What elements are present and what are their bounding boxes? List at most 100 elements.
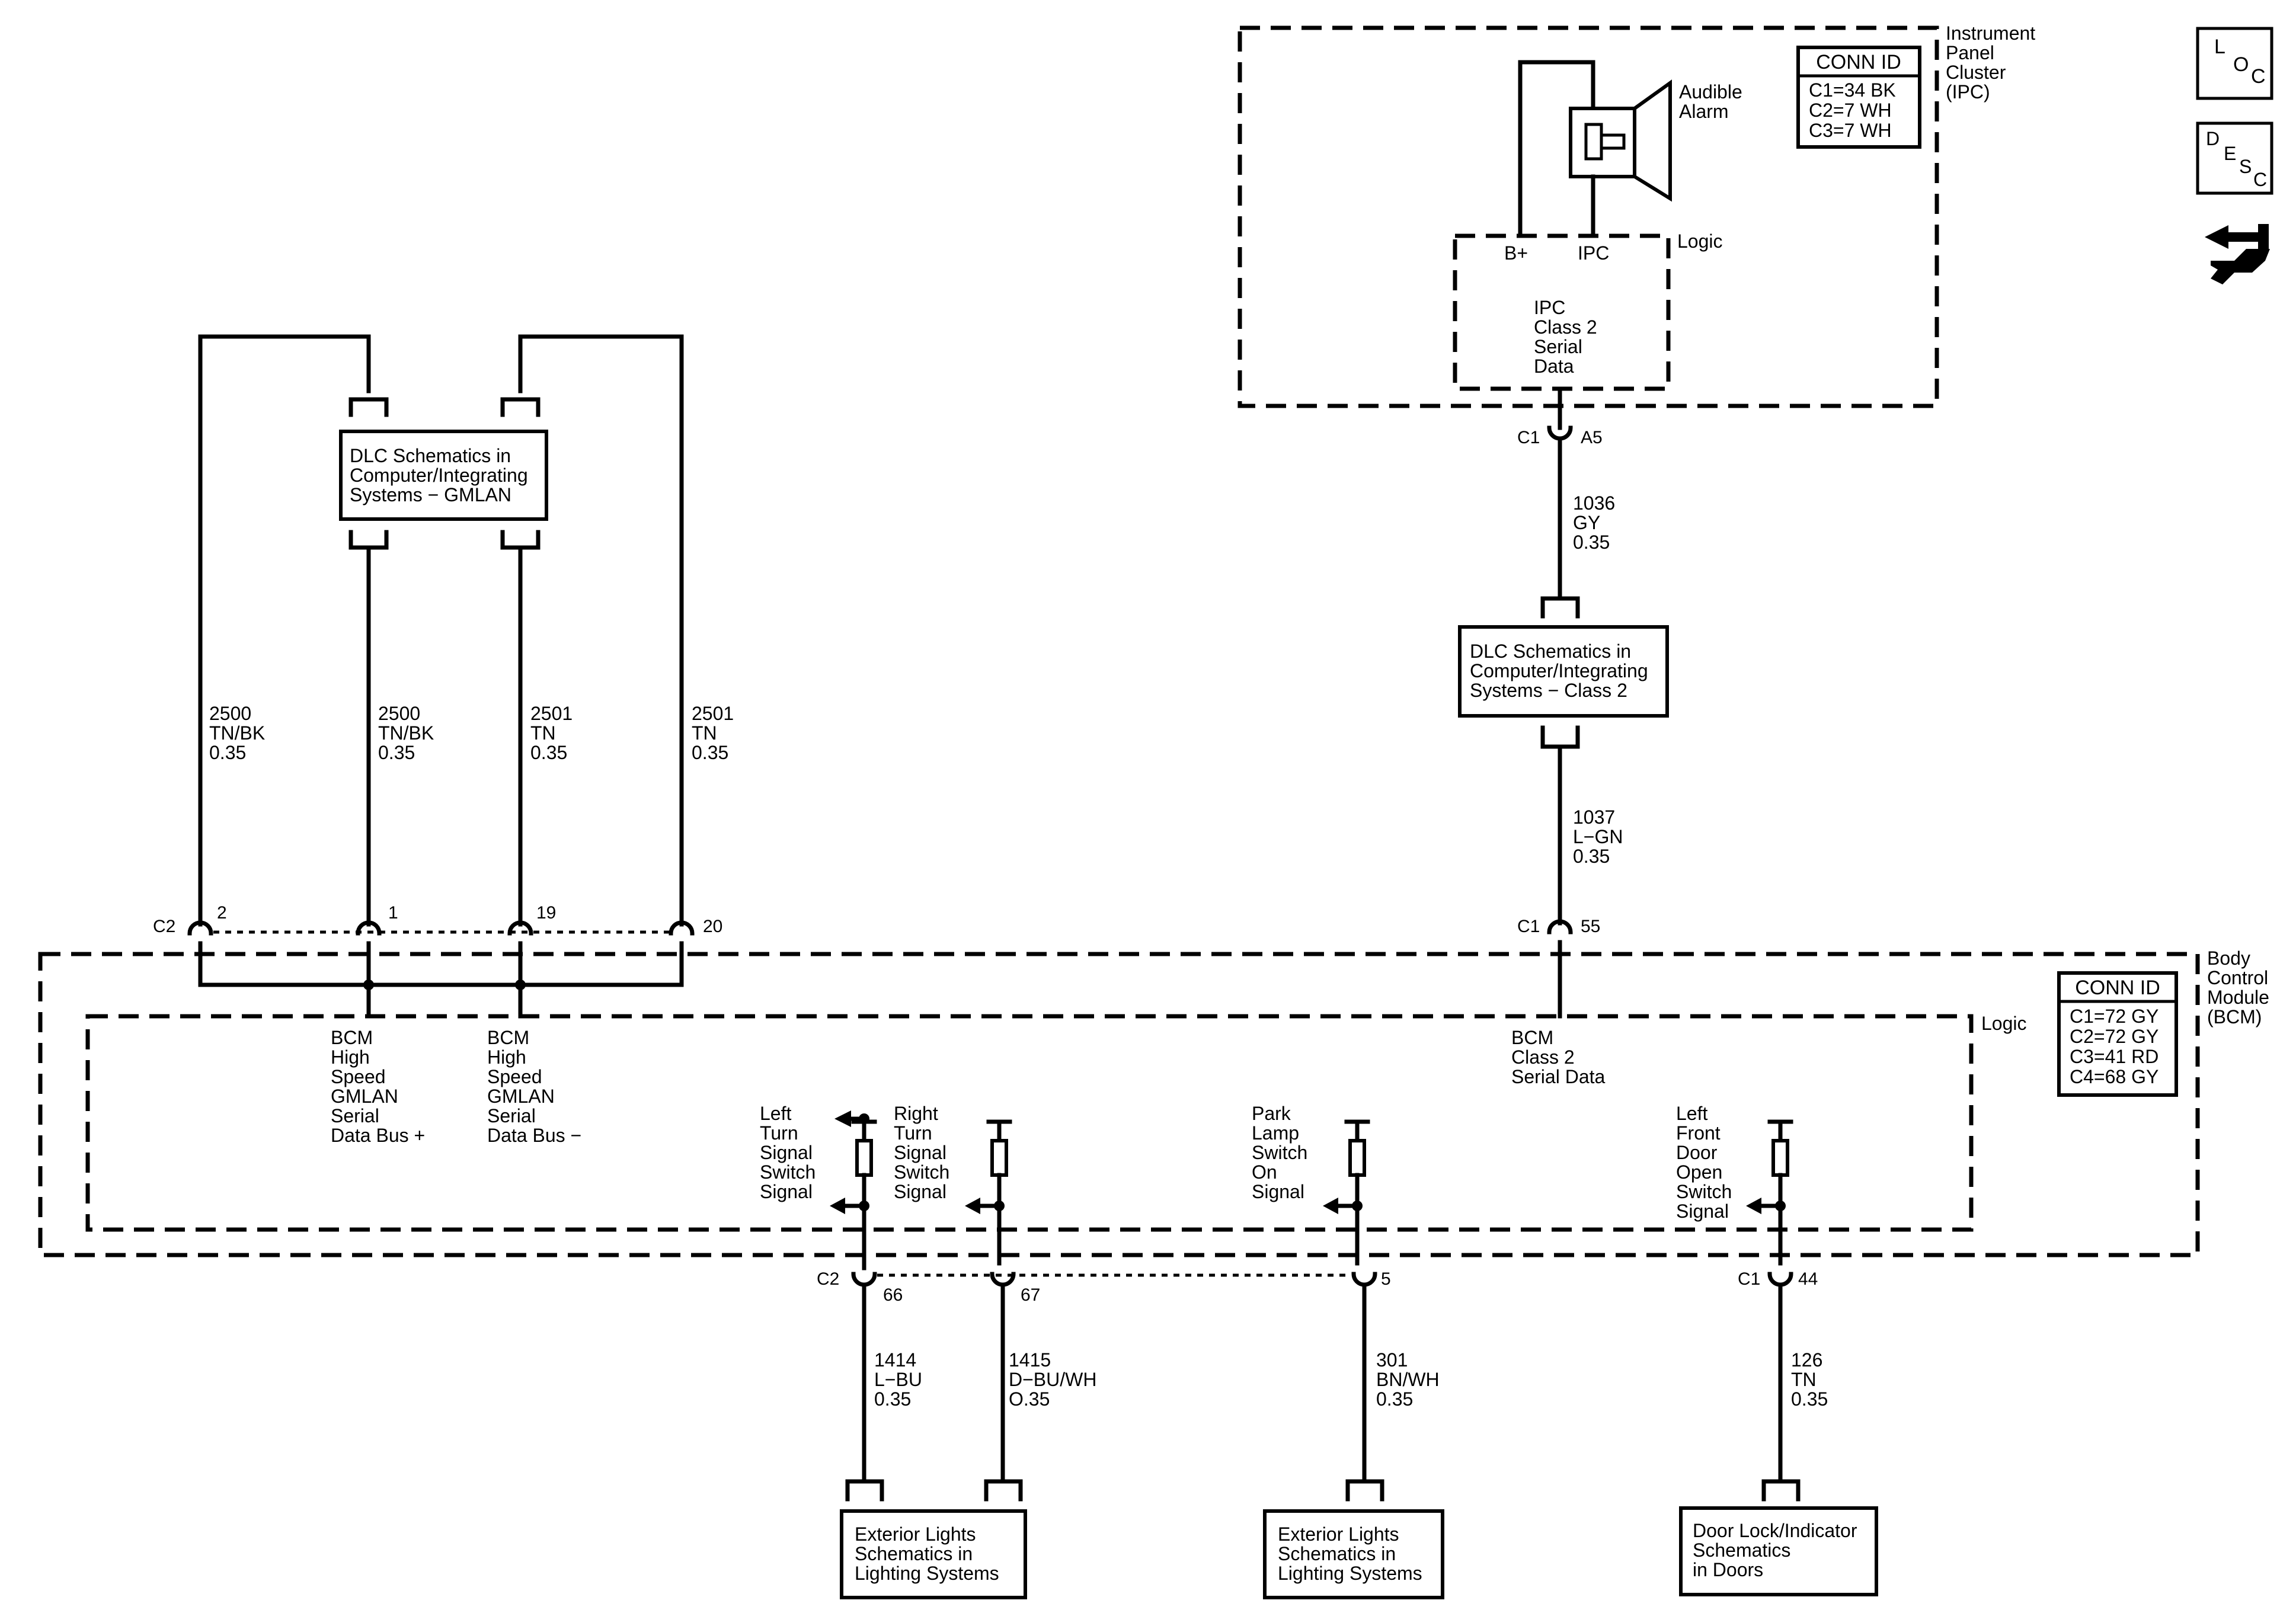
c2-bottom-name: C2 <box>817 1269 839 1289</box>
bottom-wiring: C2 66 67 5 C1 44 1414 L−BU 0.35 1415 D−B… <box>817 1269 1878 1599</box>
wire-2501a-line-1: 2501 <box>530 703 573 724</box>
door-lock-line-2: Schematics <box>1693 1539 1790 1561</box>
desc-icon[interactable]: D E S C <box>2196 121 2273 195</box>
c2-bottom-pin-label-66: 66 <box>883 1285 903 1305</box>
dlc-gmlan-line-1: DLC Schematics in <box>350 445 511 466</box>
gmlan-minus-5: Serial <box>487 1105 536 1126</box>
dlc-class2-line-1: DLC Schematics in <box>1470 641 1631 662</box>
pullup-right-turn <box>965 1119 1012 1266</box>
wire-126-line-3: 0.35 <box>1791 1388 1828 1410</box>
input-park-lamp-1: Park <box>1252 1103 1291 1124</box>
ipc-boundary <box>1237 25 1939 408</box>
desc-letter-d: D <box>2206 128 2220 149</box>
wire-301-line-2: BN/WH <box>1376 1369 1440 1390</box>
gmlan-minus-2: High <box>487 1046 526 1068</box>
wire-1037-line-1: 1037 <box>1573 806 1615 828</box>
wire-1037-line-3: 0.35 <box>1573 846 1610 867</box>
dlc-gmlan-box: DLC Schematics in Computer/Integrating S… <box>339 430 548 521</box>
tool-icon[interactable] <box>2205 224 2270 284</box>
input-door-open-4: Open <box>1676 1161 1722 1183</box>
c2-bottom-pin-label-67: 67 <box>1021 1285 1040 1305</box>
desc-letter-e: E <box>2224 143 2236 164</box>
gmlan-wiring: DLC Schematics in Computer/Integrating S… <box>153 334 734 1019</box>
input-right-turn-1: Right <box>894 1103 938 1124</box>
gmlan-plus-3: Speed <box>331 1066 386 1087</box>
dlc-class2-line-3: Systems − Class 2 <box>1470 680 1627 701</box>
ext-lights-1-line-1: Exterior Lights <box>855 1523 976 1545</box>
wire-1415-line-2: D−BU/WH <box>1009 1369 1096 1390</box>
wire-2500b-line-1: 2500 <box>378 703 420 724</box>
bcm-conn-row-3: C3=41 RD <box>2070 1046 2159 1067</box>
wire-2501a-line-2: TN <box>530 722 556 744</box>
wire-2500a-line-1: 2500 <box>209 703 251 724</box>
ipc-title-2: Panel <box>1946 42 1994 63</box>
c1-bottom-pin-label-44: 44 <box>1798 1269 1818 1289</box>
alarm-label-1: Audible <box>1679 81 1742 103</box>
ipc-conn-row-1: C1=34 BK <box>1809 79 1896 101</box>
dlc-gmlan-line-3: Systems − GMLAN <box>350 484 511 505</box>
ipc-serial-4: Data <box>1534 356 1574 377</box>
bcm-logic-box <box>85 1014 1974 1232</box>
input-right-turn-4: Switch <box>894 1161 949 1183</box>
input-left-turn-2: Turn <box>760 1122 798 1144</box>
input-right-turn-5: Signal <box>894 1181 946 1202</box>
ipc-title-4: (IPC) <box>1946 81 1990 103</box>
bcm-class2-3: Serial Data <box>1511 1066 1606 1087</box>
input-park-lamp-5: Signal <box>1252 1181 1304 1202</box>
ipc-conn-id-header: CONN ID <box>1816 51 1901 73</box>
wire-126-line-1: 126 <box>1791 1349 1822 1371</box>
door-lock-box: Door Lock/Indicator Schematics in Doors <box>1679 1506 1878 1596</box>
c1-bottom-name: C1 <box>1738 1269 1760 1289</box>
input-labels: Left Turn Signal Switch Signal Right Tur… <box>760 1103 1732 1222</box>
wire-126-line-2: TN <box>1791 1369 1817 1390</box>
arrow-door-open <box>1746 1198 1761 1214</box>
bcm-boundary <box>38 952 2200 1257</box>
input-door-open-6: Signal <box>1676 1201 1729 1222</box>
bcm-c1-top-name: C1 <box>1517 917 1540 936</box>
gmlan-minus-4: GMLAN <box>487 1086 555 1107</box>
c2-top-pin-label-19: 19 <box>536 903 556 923</box>
gmlan-minus-6: Data Bus − <box>487 1125 581 1146</box>
input-left-turn-circuit <box>846 1115 877 1257</box>
pullup-door-open <box>1746 1119 1793 1266</box>
input-left-turn-5: Signal <box>760 1181 813 1202</box>
input-circuits <box>846 1115 877 1257</box>
wire-2501b-line-3: 0.35 <box>692 742 728 763</box>
gmlan-plus-4: GMLAN <box>331 1086 398 1107</box>
wire-1414-line-1: 1414 <box>874 1349 916 1371</box>
bcm-conn-row-4: C4=68 GY <box>2070 1066 2159 1087</box>
ipc-c1-pin: A5 <box>1581 428 1603 447</box>
wire-2501a-line-3: 0.35 <box>530 742 567 763</box>
input-park-lamp-4: On <box>1252 1161 1277 1183</box>
wire-2500a-line-3: 0.35 <box>209 742 246 763</box>
c2-top-pin-20 <box>669 920 695 936</box>
ext-lights-1-line-3: Lighting Systems <box>855 1563 999 1584</box>
c2-bottom-pin-label-5: 5 <box>1381 1269 1391 1289</box>
wire-2501b-line-1: 2501 <box>692 703 734 724</box>
loc-icon[interactable]: L O C <box>2196 27 2273 100</box>
wire-1036-line-1: 1036 <box>1573 492 1615 514</box>
ext-lights-2-line-2: Schematics in <box>1278 1543 1396 1564</box>
arrow-left-turn <box>830 1198 845 1214</box>
wire-301-line-1: 301 <box>1376 1349 1408 1371</box>
input-left-turn-3: Signal <box>760 1142 813 1163</box>
gmlan-minus-3: Speed <box>487 1066 542 1087</box>
pullup-left-turn <box>830 1119 877 1266</box>
bcm-class2-1: BCM <box>1511 1027 1553 1048</box>
c2-top-pin-label-2: 2 <box>217 903 227 923</box>
dlc-class2-line-2: Computer/Integrating <box>1470 660 1648 681</box>
bcm-logic-label: Logic <box>1981 1013 2027 1034</box>
bcm-title-4: (BCM) <box>2207 1006 2262 1028</box>
gmlan-plus-6: Data Bus + <box>331 1125 425 1146</box>
bcm-module: Logic Body Control Module (BCM) CONN ID … <box>38 948 2269 1257</box>
ipc-title-3: Cluster <box>1946 62 2006 83</box>
bcm-c1-top-pin: 55 <box>1581 917 1600 936</box>
c2-top-pin-label-1: 1 <box>388 903 398 923</box>
input-door-open-2: Front <box>1676 1122 1721 1144</box>
arrow-right-turn <box>965 1198 980 1214</box>
wire-2500a-line-2: TN/BK <box>209 722 265 744</box>
door-lock-line-3: in Doors <box>1693 1559 1763 1580</box>
bcm-title-1: Body <box>2207 948 2250 969</box>
dlc-gmlan-line-2: Computer/Integrating <box>350 465 528 486</box>
